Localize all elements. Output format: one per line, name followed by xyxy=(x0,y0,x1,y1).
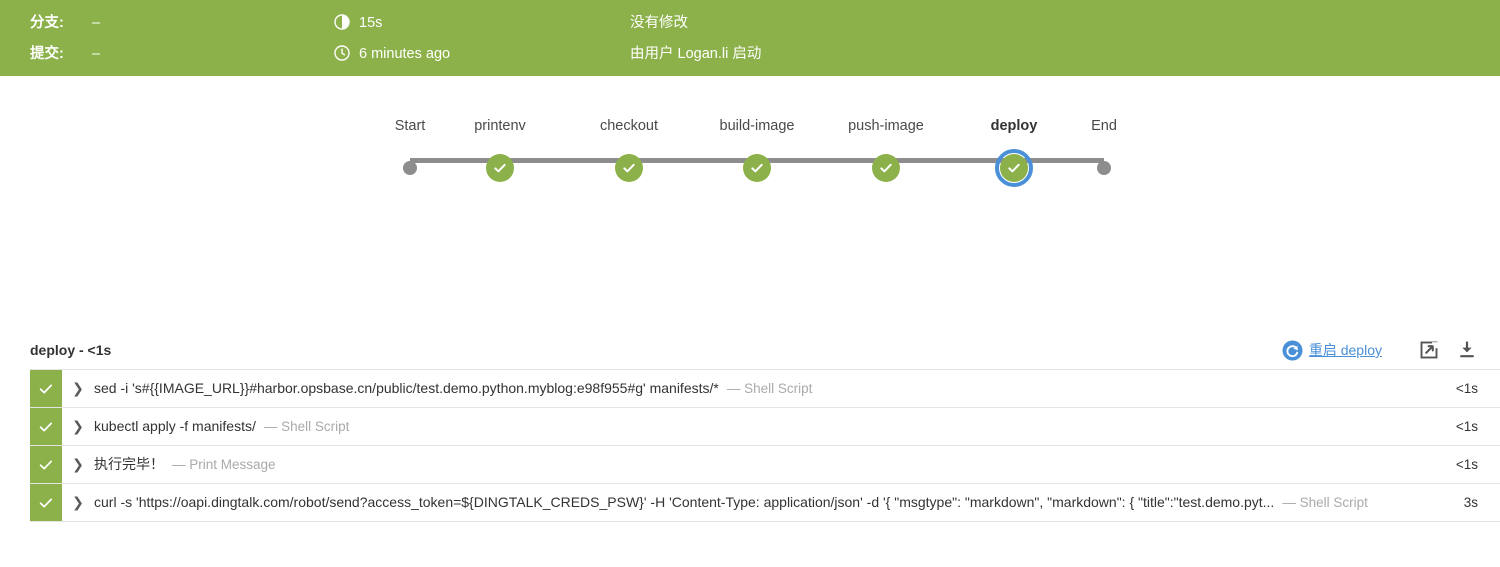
commit-row: 提交: – xyxy=(30,38,100,70)
pipeline-graph: Start printenv checkout build-image push xyxy=(0,118,1500,188)
log-steps-table: ❯ sed -i 's#{{IMAGE_URL}}#harbor.opsbase… xyxy=(30,369,1500,522)
success-check-icon xyxy=(1000,154,1028,182)
step-command: sed -i 's#{{IMAGE_URL}}#harbor.opsbase.c… xyxy=(94,370,1456,407)
step-duration: 3s xyxy=(1463,495,1478,510)
chevron-right-icon[interactable]: ❯ xyxy=(72,494,84,510)
log-action-bar: 重启 deploy xyxy=(1282,336,1478,364)
stage-node[interactable] xyxy=(697,145,817,191)
selected-stage-ring xyxy=(995,149,1033,187)
run-status-column: 没有修改 由用户 Logan.li 启动 xyxy=(630,0,1130,76)
table-row[interactable]: ❯ sed -i 's#{{IMAGE_URL}}#harbor.opsbase… xyxy=(30,370,1500,408)
step-command: kubectl apply -f manifests/ — Shell Scrip… xyxy=(94,408,1456,445)
stage-label: printenv xyxy=(474,118,526,134)
stage-label: build-image xyxy=(719,118,795,134)
step-kind-label: — Print Message xyxy=(172,457,276,472)
duration-row: 15s xyxy=(334,7,382,39)
stage-node[interactable] xyxy=(440,145,560,191)
step-command-suffix: ' -H 'Content-Type: application/json' -d… xyxy=(643,494,1275,510)
stage-label: push-image xyxy=(848,118,924,134)
connector-segment xyxy=(886,158,1014,163)
stage-label: deploy xyxy=(990,118,1038,134)
clock-icon xyxy=(334,45,350,61)
external-link-icon[interactable] xyxy=(1418,339,1440,361)
step-status-success xyxy=(30,370,62,407)
step-command-text: kubectl apply -f manifests/ xyxy=(94,418,256,434)
changes-row: 没有修改 xyxy=(630,15,688,31)
connector-segment xyxy=(500,158,629,163)
run-summary-header: 分支: – 提交: – 15s 6 minutes ago 没有修改 xyxy=(0,0,1500,76)
pipeline-stage-build-image[interactable]: build-image xyxy=(697,118,817,191)
step-status-success xyxy=(30,446,62,483)
pipeline-stage-push-image[interactable]: push-image xyxy=(826,118,946,191)
connector-segment xyxy=(629,158,757,163)
step-status-success xyxy=(30,408,62,445)
step-duration: <1s xyxy=(1455,457,1478,472)
stage-label: Start xyxy=(394,118,426,134)
log-header: deploy - <1s 重启 deploy xyxy=(0,336,1500,366)
success-check-icon xyxy=(743,154,771,182)
restart-stage-button[interactable]: 重启 deploy xyxy=(1282,340,1382,361)
connector-segment xyxy=(757,158,886,163)
connector-segment xyxy=(1014,158,1104,163)
stage-node[interactable] xyxy=(826,145,946,191)
run-timing-column: 15s 6 minutes ago xyxy=(334,0,634,76)
step-command: 执行完毕！ — Print Message xyxy=(94,446,1456,483)
branch-row: 分支: – xyxy=(30,7,100,39)
restart-label: 重启 deploy xyxy=(1308,342,1382,358)
step-kind-label: — Shell Script xyxy=(1282,495,1368,510)
stage-label: End xyxy=(1091,118,1117,134)
step-command-text: 执行完毕！ xyxy=(94,456,164,472)
step-command: curl -s 'https://oapi.dingtalk.com/robot… xyxy=(94,484,1464,521)
branch-value: – xyxy=(92,15,101,31)
commit-value: – xyxy=(92,46,101,62)
duration-value: 15s xyxy=(359,15,383,31)
branch-label: 分支: xyxy=(30,15,64,31)
success-check-icon xyxy=(872,154,900,182)
step-duration: <1s xyxy=(1455,381,1478,396)
step-command-prefix: curl -s ' xyxy=(94,494,139,510)
restart-icon xyxy=(1282,340,1303,361)
step-command-url[interactable]: https://oapi.dingtalk.com/robot/send?acc… xyxy=(138,494,644,510)
success-check-icon xyxy=(615,154,643,182)
step-command-text: sed -i 's#{{IMAGE_URL}}#harbor.opsbase.c… xyxy=(94,380,719,396)
chevron-right-icon[interactable]: ❯ xyxy=(72,456,84,472)
trigger-row: 由用户 Logan.li 启动 xyxy=(630,46,762,62)
duration-icon xyxy=(334,14,350,30)
connector-segment xyxy=(410,158,500,163)
stage-node[interactable] xyxy=(954,145,1074,191)
step-kind-label: — Shell Script xyxy=(263,419,350,434)
table-row[interactable]: ❯ curl -s 'https://oapi.dingtalk.com/rob… xyxy=(30,484,1500,522)
chevron-right-icon[interactable]: ❯ xyxy=(72,380,84,396)
started-row: 6 minutes ago xyxy=(334,38,450,70)
started-value: 6 minutes ago xyxy=(359,46,451,62)
success-check-icon xyxy=(486,154,514,182)
pipeline-stage-deploy[interactable]: deploy xyxy=(954,118,1074,191)
log-stage-title: deploy - <1s xyxy=(30,342,112,358)
table-row[interactable]: ❯ 执行完毕！ — Print Message <1s xyxy=(30,446,1500,484)
endpoint-dot-icon xyxy=(403,161,417,175)
commit-label: 提交: xyxy=(30,46,64,62)
step-kind-label: — Shell Script xyxy=(726,381,813,396)
stage-label: checkout xyxy=(599,118,659,134)
pipeline-stage-checkout[interactable]: checkout xyxy=(569,118,689,191)
run-meta-column: 分支: – 提交: – xyxy=(30,0,330,76)
step-duration: <1s xyxy=(1455,419,1478,434)
pipeline-stage-start[interactable]: Start xyxy=(350,118,470,191)
download-icon[interactable] xyxy=(1456,339,1478,361)
endpoint-dot-icon xyxy=(1097,161,1111,175)
stage-node[interactable] xyxy=(569,145,689,191)
pipeline-stage-printenv[interactable]: printenv xyxy=(440,118,560,191)
pipeline-stage-end[interactable]: End xyxy=(1044,118,1164,191)
chevron-right-icon[interactable]: ❯ xyxy=(72,418,84,434)
table-row[interactable]: ❯ kubectl apply -f manifests/ — Shell Scr… xyxy=(30,408,1500,446)
step-status-success xyxy=(30,484,62,521)
stage-node[interactable] xyxy=(1044,145,1164,191)
stage-node[interactable] xyxy=(350,145,470,191)
